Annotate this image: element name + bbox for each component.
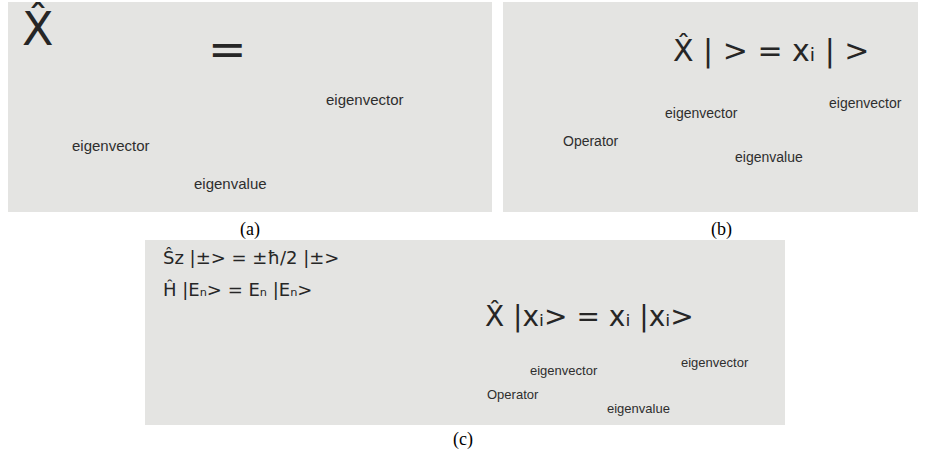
annotation: eigenvalue xyxy=(607,402,670,416)
annotation: eigenvalue xyxy=(735,150,803,165)
annotation: eigenvector xyxy=(72,138,150,155)
annotation: eigenvector xyxy=(665,106,737,121)
whiteboard-panel: Ŝz |±> = ±ħ/2 |±> Ĥ |Eₙ> = Eₙ |Eₙ> X̂ |xᵢ>… xyxy=(145,240,785,425)
annotation: eigenvalue xyxy=(194,176,267,193)
panel-caption: (b) xyxy=(711,220,732,240)
annotation: eigenvector xyxy=(326,92,404,109)
annotation: eigenvector xyxy=(829,96,901,111)
annotation: Operator xyxy=(487,388,538,402)
whiteboard-panel: X̂=eigenvectoreigenvalueeigenvector(a) xyxy=(8,2,492,212)
equation: Ŝz |±> = ±ħ/2 |±> xyxy=(163,248,339,268)
whiteboard-panel: X̂ | > = xᵢ | > Operator eigenvector eigenv… xyxy=(503,2,918,212)
panel-caption: (a) xyxy=(240,220,260,240)
equation: X̂ |xᵢ> = xᵢ |xᵢ> xyxy=(485,302,694,333)
panel-caption: (c) xyxy=(453,430,473,449)
equals-sign: = xyxy=(208,24,247,75)
annotation: eigenvector xyxy=(530,364,597,378)
annotation: Operator xyxy=(563,134,618,149)
annotation: eigenvector xyxy=(681,356,748,370)
operator-symbol: X̂ xyxy=(22,4,54,55)
equation: Ĥ |Eₙ> = Eₙ |Eₙ> xyxy=(163,280,312,300)
equation: X̂ | > = xᵢ | > xyxy=(673,34,870,67)
